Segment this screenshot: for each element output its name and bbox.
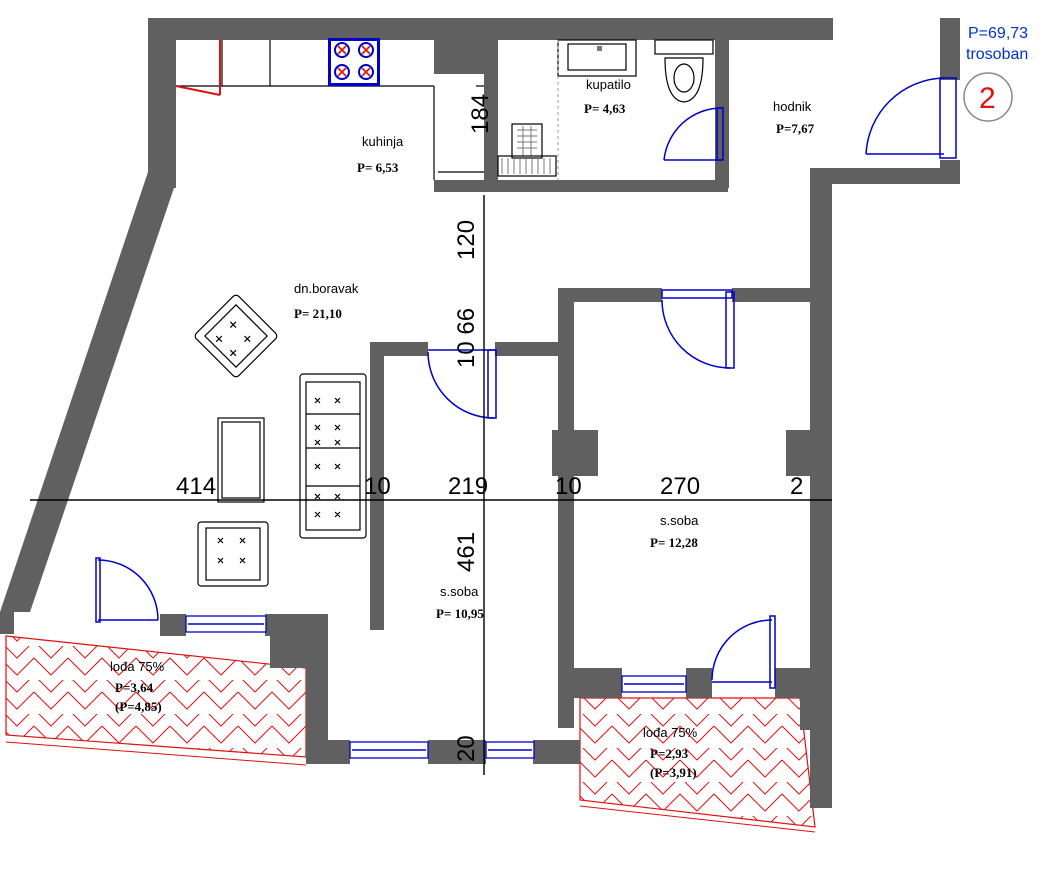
apartment-type: trosoban [966, 46, 1028, 63]
room-name-hallway: hodnik [773, 99, 812, 114]
stove-icon [328, 38, 380, 86]
kitchen-counter [175, 40, 484, 180]
loggia-right-rail [579, 805, 816, 833]
room-area-loggia-left: P=3,64 [115, 680, 154, 695]
room-area-living: P= 21,10 [294, 306, 342, 321]
sofa-icon [299, 373, 367, 539]
room-area-full-loggia-left: (P=4,85) [115, 699, 162, 714]
room-area-loggia-right: P=2,93 [650, 746, 689, 761]
door-entrance [865, 77, 957, 159]
sink-icon [557, 39, 637, 77]
armchair-small-icon [197, 521, 269, 587]
door-loggia-left [95, 557, 159, 623]
dimension-461: 461 [453, 532, 480, 572]
loggia-right-outline [579, 697, 816, 828]
room-name-living: dn.boravak [294, 281, 359, 296]
armchair-icon [194, 294, 278, 378]
room-area-bathroom: P= 4,63 [584, 101, 626, 116]
dimension-10-right: 10 [555, 473, 582, 500]
loggia-right-hatch [580, 698, 815, 827]
door-bathroom [663, 107, 724, 161]
dimension-414: 414 [176, 473, 216, 500]
room-area-full-loggia-right: (P=3,91) [650, 765, 697, 780]
dimension-2: 2 [790, 473, 803, 500]
room-area-bedroom-right: P= 12,28 [650, 535, 698, 550]
room-area-hallway: P=7,67 [776, 121, 815, 136]
loggia-left-rail [5, 741, 307, 766]
dimension-270: 270 [660, 473, 700, 500]
dimension-184: 184 [467, 94, 494, 134]
dimension-219: 219 [448, 473, 488, 500]
room-name-bathroom: kupatilo [586, 77, 631, 92]
window-living [185, 615, 267, 633]
total-area: P=69,73 [968, 25, 1028, 42]
window-bedroom-middle-left [349, 741, 429, 759]
window-bedroom-right [621, 675, 687, 693]
dimension-120: 120 [453, 220, 480, 260]
unit-number: 2 [979, 82, 996, 115]
room-name-loggia-right: lođa 75% [643, 725, 698, 740]
dimension-10-left: 10 [364, 473, 391, 500]
dimension-20: 20 [453, 735, 480, 762]
shower-drain-icon [497, 40, 559, 180]
room-area-kitchen: P= 6,53 [357, 160, 399, 175]
room-name-loggia-left: lođa 75% [110, 659, 165, 674]
dimension-lines [30, 85, 832, 775]
room-name-bedroom-middle: s.soba [440, 584, 479, 599]
toilet-icon [654, 39, 714, 103]
room-name-bedroom-right: s.soba [660, 513, 699, 528]
walls [0, 18, 960, 808]
dimension-1066: 10 66 [453, 308, 480, 368]
unit-number-circle [963, 72, 1013, 122]
door-loggia-right [711, 615, 776, 689]
room-area-bedroom-middle: P= 10,95 [436, 606, 484, 621]
coffee-table-icon [217, 417, 265, 503]
window-bedroom-middle-right [485, 741, 535, 759]
door-bedroom-right [661, 289, 735, 369]
room-name-kitchen: kuhinja [362, 134, 404, 149]
